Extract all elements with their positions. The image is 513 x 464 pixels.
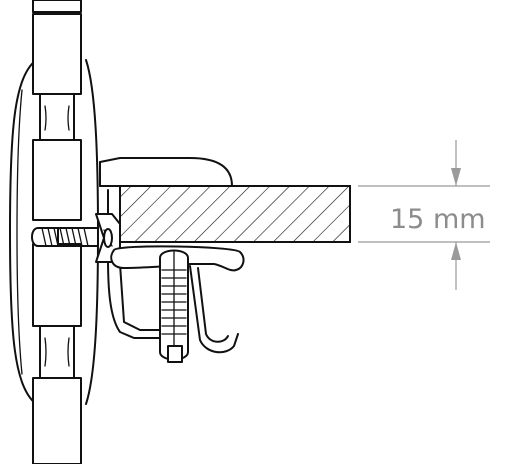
hatched-plate [119,185,351,243]
dimension-label: 15 mm [390,204,486,235]
vertical-tube [32,0,82,464]
t-handle-knob [110,245,245,363]
dimension-15mm: 15 mm [358,140,490,290]
